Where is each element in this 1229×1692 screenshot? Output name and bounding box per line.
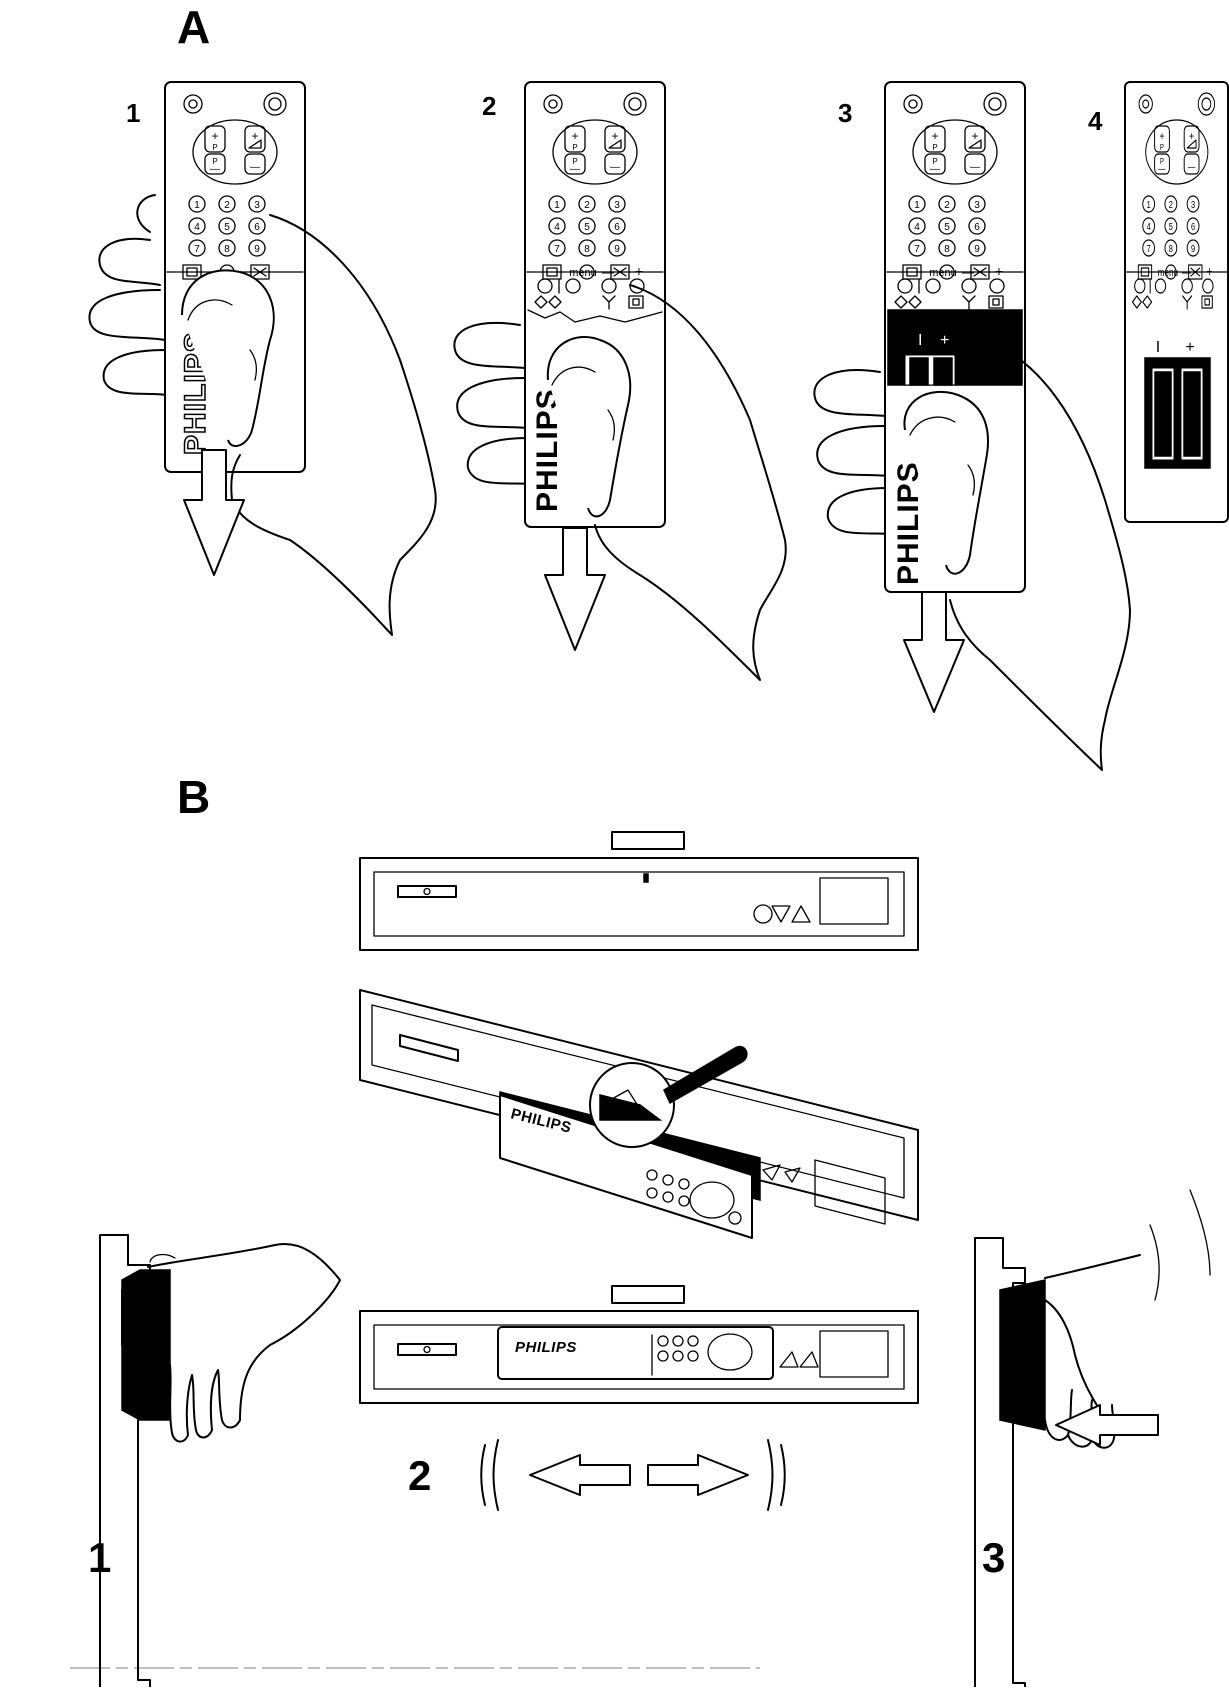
section-b-step-3-label: 3 — [982, 1534, 1005, 1581]
svg-text:+: + — [1185, 339, 1194, 356]
section-b-step-1-label: 1 — [88, 1534, 111, 1581]
section-b-step-2-label: 2 — [408, 1452, 431, 1499]
section-b-step-2-arrows — [480, 1439, 786, 1511]
section-b-bracket-insert: PHILIPS — [359, 989, 919, 1239]
remote-brand-logo: PHILIPS — [515, 1339, 577, 1356]
svg-text:I: I — [1156, 339, 1160, 356]
section-a-label: A — [177, 1, 210, 53]
section-b-step-3-illustration: 3 — [974, 1189, 1211, 1692]
battery-plus-label: + — [940, 332, 949, 349]
section-a-step-4-label: 4 — [1088, 106, 1103, 136]
section-a-step-2-illustration: PHILIPS — [453, 81, 787, 681]
section-b-label: B — [177, 771, 210, 823]
section-a-step-2-label: 2 — [482, 91, 496, 121]
battery-minus-label: I — [918, 332, 922, 349]
section-b-bracket-top — [359, 831, 919, 951]
section-a-step-1-label: 1 — [126, 98, 140, 128]
section-b-step-1-illustration: 1 — [88, 1234, 341, 1692]
section-a-step-4-illustration: I + — [1124, 81, 1229, 523]
remote-brand-logo: PHILIPS — [892, 461, 925, 585]
section-a-step-1-illustration: PHILIPS — [88, 81, 437, 636]
section-a-step-3-illustration: I + PHILIPS — [813, 81, 1131, 771]
section-a-step-3-label: 3 — [838, 98, 852, 128]
section-b-bracket-docked: PHILIPS — [359, 1285, 919, 1404]
